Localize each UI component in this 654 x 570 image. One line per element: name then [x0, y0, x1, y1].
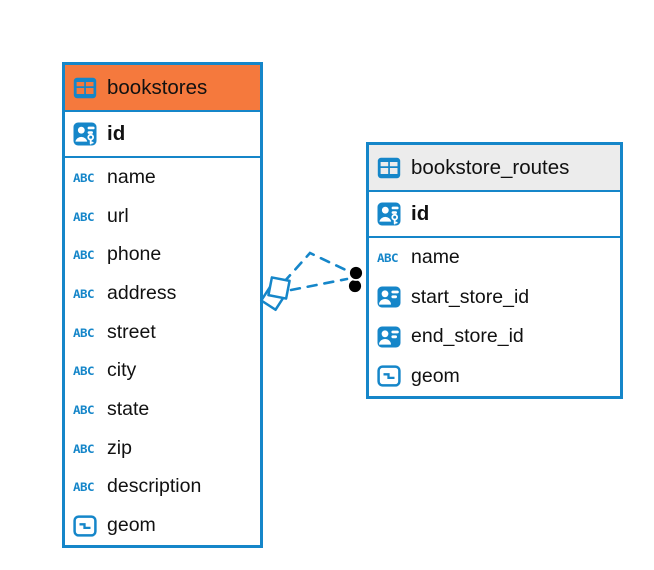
- column-row[interactable]: ABC zip: [65, 428, 260, 468]
- text-icon: ABC: [73, 479, 100, 494]
- column-name: description: [107, 475, 202, 498]
- column-name: geom: [411, 364, 460, 387]
- one-end-marker[interactable]: [347, 265, 364, 294]
- column-row[interactable]: ABC name: [65, 158, 260, 197]
- many-end-marker[interactable]: [259, 276, 291, 312]
- column-row[interactable]: ABC city: [65, 351, 260, 391]
- key-columns-section: id: [369, 192, 620, 238]
- text-icon: ABC: [73, 402, 95, 417]
- text-icon: ABC: [377, 250, 404, 265]
- text-icon: ABC: [73, 247, 100, 262]
- column-row[interactable]: ABC description: [65, 467, 260, 507]
- column-row[interactable]: ABC address: [65, 274, 260, 313]
- table-name: bookstore_routes: [411, 155, 570, 179]
- primary-key-icon: [377, 202, 404, 226]
- column-name: street: [107, 320, 156, 343]
- column-row[interactable]: geom: [65, 506, 260, 546]
- text-icon: ABC: [73, 479, 95, 495]
- text-icon: ABC: [73, 286, 100, 301]
- key-columns-section: id: [65, 112, 260, 158]
- table-bookstore-routes[interactable]: bookstore_routes id ABC name start_store_i…: [366, 142, 623, 399]
- relationship-line-lower: [289, 277, 349, 292]
- key-column-row[interactable]: id: [65, 112, 260, 156]
- foreign-key-icon: [377, 326, 404, 348]
- column-row[interactable]: ABC street: [65, 312, 260, 352]
- column-name: end_store_id: [411, 325, 524, 348]
- relationship-line-upper: [282, 251, 352, 284]
- text-icon: ABC: [73, 170, 95, 185]
- column-row[interactable]: end_store_id: [369, 317, 620, 357]
- text-icon: ABC: [73, 170, 100, 185]
- text-icon: ABC: [73, 441, 95, 456]
- text-icon: ABC: [73, 209, 100, 224]
- column-name: url: [107, 204, 129, 227]
- table-icon: [73, 77, 100, 99]
- column-name: phone: [107, 243, 162, 266]
- geometry-icon: [73, 515, 100, 537]
- column-row[interactable]: ABC state: [65, 390, 260, 429]
- text-icon: ABC: [73, 325, 95, 340]
- text-icon: ABC: [73, 402, 100, 417]
- table-header[interactable]: bookstore_routes: [369, 145, 620, 192]
- text-icon: ABC: [73, 325, 100, 340]
- column-row[interactable]: start_store_id: [369, 277, 620, 317]
- column-name: start_store_id: [411, 285, 530, 308]
- text-icon: ABC: [73, 441, 100, 456]
- column-name: zip: [107, 436, 132, 459]
- geometry-icon: [377, 365, 404, 387]
- text-icon: ABC: [73, 363, 95, 378]
- column-name: city: [107, 359, 137, 382]
- relationship-line[interactable]: [282, 251, 352, 292]
- text-icon: ABC: [73, 363, 100, 378]
- text-icon: ABC: [73, 208, 95, 224]
- column-row[interactable]: ABC name: [369, 238, 620, 278]
- column-name: geom: [107, 514, 156, 537]
- table-icon: [377, 157, 404, 179]
- primary-key-icon: [73, 122, 100, 146]
- column-row[interactable]: ABC phone: [65, 235, 260, 275]
- column-name: name: [107, 165, 156, 188]
- column-name: id: [411, 202, 430, 225]
- column-name: address: [107, 281, 177, 304]
- column-row[interactable]: geom: [369, 356, 620, 396]
- foreign-key-icon: [377, 286, 404, 308]
- column-row[interactable]: ABC url: [65, 196, 260, 236]
- table-name: bookstores: [107, 75, 208, 99]
- column-name: name: [411, 246, 460, 269]
- column-name: id: [107, 122, 126, 145]
- text-icon: ABC: [73, 286, 95, 301]
- table-header[interactable]: bookstores: [65, 65, 260, 112]
- text-icon: ABC: [377, 250, 399, 265]
- column-name: state: [107, 398, 150, 421]
- key-column-row[interactable]: id: [369, 192, 620, 236]
- text-icon: ABC: [73, 247, 95, 262]
